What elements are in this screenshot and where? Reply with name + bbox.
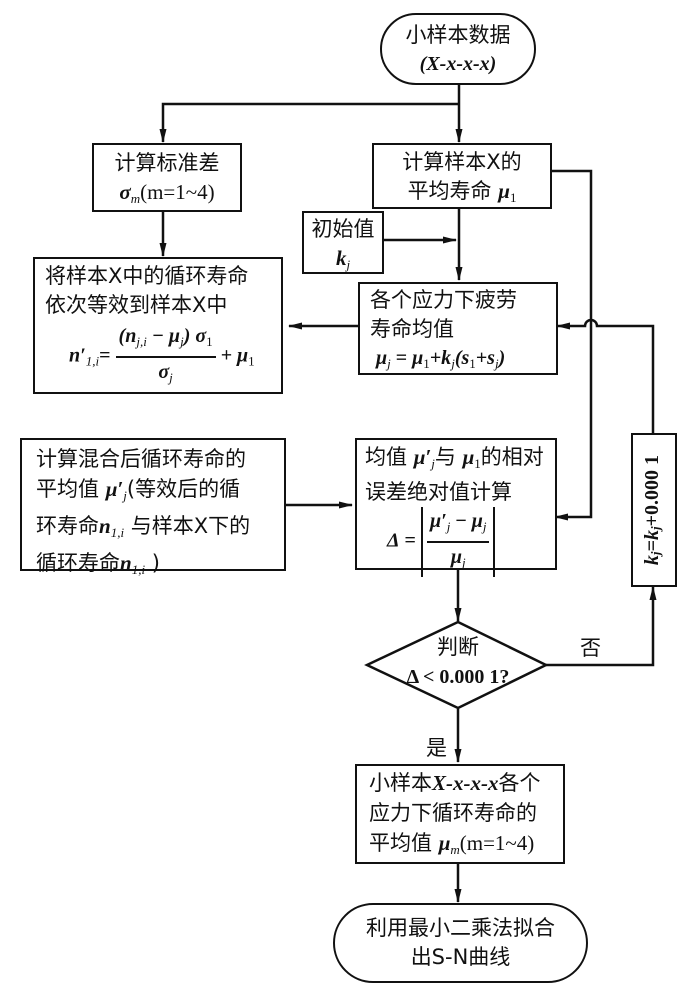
decision-condition: Δ < 0.000 1?	[406, 666, 510, 688]
fatigue-mean-title: 各个应力下疲劳	[370, 288, 517, 312]
fatigue-mean-subtitle: 寿命均值	[370, 317, 454, 341]
std-dev-node: 计算标准差 σm(m=1~4)	[92, 143, 242, 212]
equivalent-title: 将样本X中的循环寿命	[45, 264, 249, 288]
end-subtitle: 出S-N曲线	[410, 945, 511, 969]
start-node-title: 小样本数据	[405, 23, 511, 47]
fatigue-mean-node: 各个应力下疲劳 寿命均值 μj = μ1+kj(s1+sj)	[358, 282, 558, 375]
increment-k-formula: kj=kj+0.000 1	[641, 454, 663, 566]
sigma-symbol: σ	[119, 180, 131, 204]
fatigue-mean-formula: μj = μ1+kj(s1+sj)	[376, 347, 506, 371]
edge-start-to-std-dev	[159, 102, 459, 143]
end-node: 利用最小二乘法拟合 出S-N曲线	[333, 903, 588, 983]
init-k-node: 初始值 kj	[302, 211, 384, 274]
mean-x-node: 计算样本X的 平均寿命 μ1	[372, 143, 552, 209]
edge-label-no: 否	[580, 636, 601, 660]
rel-error-subtitle: 误差绝对值计算	[365, 480, 512, 504]
sample-means-node: 小样本X-x-x-x各个 应力下循环寿命的 平均值 μm(m=1~4)	[355, 764, 565, 864]
decision-diamond	[364, 620, 549, 710]
mean-x-title: 计算样本X的	[402, 150, 522, 174]
edge-increment-k-to-fatigue-mean	[556, 318, 655, 433]
start-node-sample-label: (X-x-x-x)	[419, 53, 497, 75]
equivalent-formula: n′1,i= (nj,i − μj) σ1 σj + μ1	[45, 322, 281, 392]
mixed-mean-title: 计算混合后循环寿命的	[36, 447, 246, 471]
equivalent-fraction: (nj,i − μj) σ1 σj	[115, 322, 216, 392]
mixed-mean-node: 计算混合后循环寿命的 平均值 μ′j(等效后的循 环寿命n1,i 与样本X下的 …	[20, 438, 286, 577]
std-dev-formula: σm(m=1~4)	[119, 180, 215, 206]
k-symbol: k	[335, 246, 347, 270]
rel-error-formula: Δ = μ′j − μj μj	[365, 507, 555, 577]
edge-decision-no-to-increment-k	[546, 586, 657, 667]
edge-label-yes: 是	[426, 736, 447, 760]
decision-title: 判断	[437, 635, 479, 659]
equivalent-subtitle: 依次等效到样本X中	[45, 293, 228, 317]
sample-means-subtitle: 应力下循环寿命的	[369, 801, 537, 825]
decision-node: 判断 Δ < 0.000 1?	[388, 632, 528, 692]
init-k-title: 初始值	[311, 217, 375, 241]
end-title: 利用最小二乘法拟合	[366, 916, 555, 940]
start-node: 小样本数据 (X-x-x-x)	[380, 13, 536, 85]
edge-mean-x-to-rel-error	[551, 169, 593, 521]
rel-error-node: 均值 μ′j与 μ1的相对 误差绝对值计算 Δ = μ′j − μj μj	[355, 438, 557, 577]
increment-k-node: kj=kj+0.000 1	[631, 433, 677, 587]
equivalent-node: 将样本X中的循环寿命 依次等效到样本X中 n′1,i= (nj,i − μj) …	[33, 257, 283, 394]
std-dev-title: 计算标准差	[114, 151, 220, 175]
mean-x-line2: 平均寿命 μ1	[407, 179, 517, 205]
